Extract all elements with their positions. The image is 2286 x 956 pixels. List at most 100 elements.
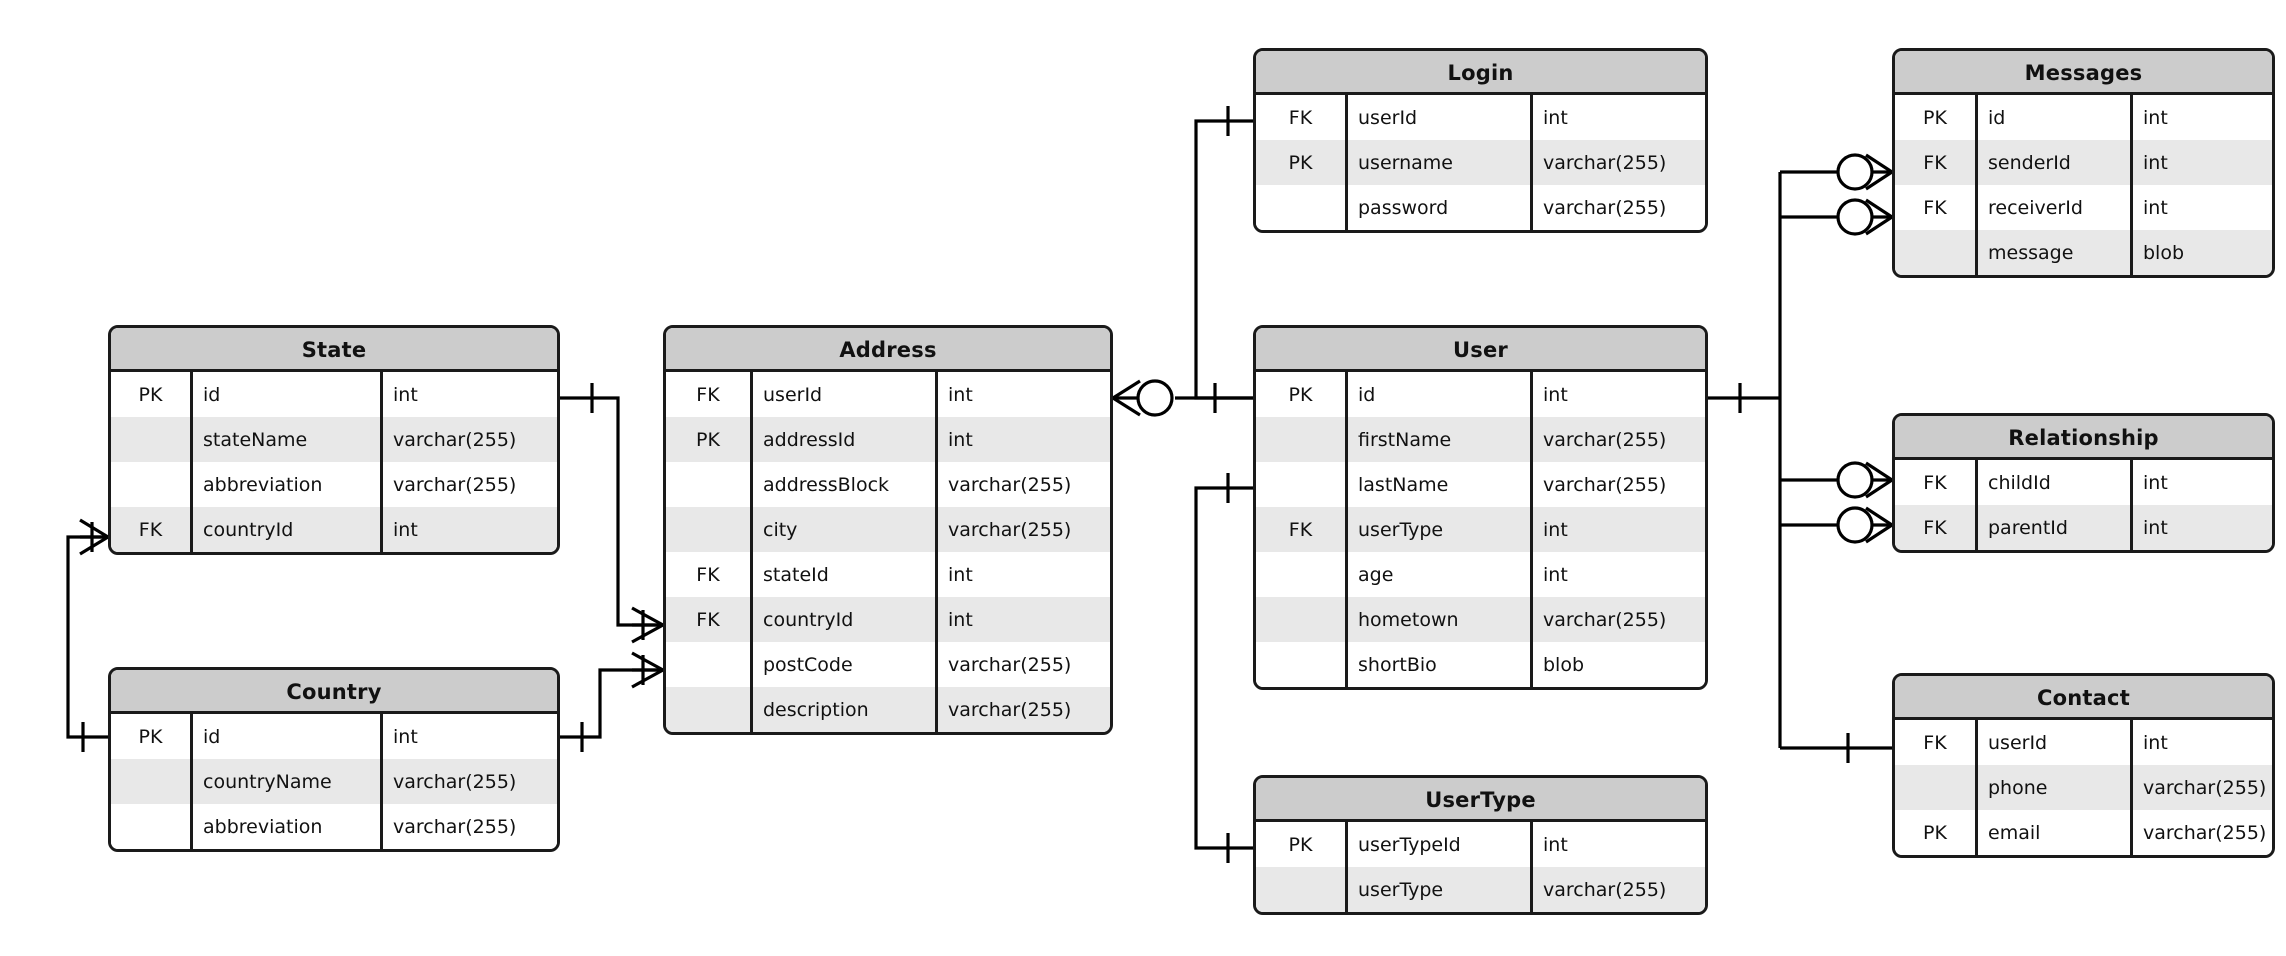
row-column-name: userType bbox=[1348, 867, 1533, 912]
entity-title-state: State bbox=[111, 328, 557, 372]
wire-country-to-address bbox=[560, 668, 663, 739]
row-key-constraint bbox=[1256, 642, 1348, 687]
row-key-constraint bbox=[111, 417, 193, 462]
row-key-constraint: PK bbox=[111, 714, 193, 759]
row-column-type: int bbox=[1543, 518, 1568, 541]
row-column-type: varchar(255) bbox=[948, 698, 1072, 721]
wire-user-to-login bbox=[1194, 119, 1253, 400]
crowfoot-relationship-child-b bbox=[1865, 478, 1893, 499]
row-column-type: int bbox=[948, 428, 973, 451]
row-key-constraint: PK bbox=[1256, 372, 1348, 417]
table-row[interactable]: firstName varchar(255) bbox=[1256, 417, 1705, 462]
row-key-constraint: FK bbox=[666, 597, 753, 642]
entity-title-login: Login bbox=[1256, 51, 1705, 95]
entity-title-user: User bbox=[1256, 328, 1705, 372]
row-column-type: varchar(255) bbox=[1543, 428, 1667, 451]
row-key-constraint: FK bbox=[111, 507, 193, 552]
crowfoot-state-b bbox=[79, 535, 109, 556]
entity-title-address: Address bbox=[666, 328, 1110, 372]
row-column-name: userId bbox=[1348, 95, 1533, 140]
row-column-type: int bbox=[948, 563, 973, 586]
row-column-type: int bbox=[393, 518, 418, 541]
wire-country-to-state bbox=[66, 535, 108, 739]
row-column-name: childId bbox=[1978, 460, 2133, 505]
row-column-name: senderId bbox=[1978, 140, 2133, 185]
row-key-constraint bbox=[1895, 230, 1978, 275]
row-column-name: abbreviation bbox=[193, 462, 383, 507]
row-column-type: blob bbox=[2143, 241, 2185, 264]
row-column-type: int bbox=[393, 383, 418, 406]
entity-title-contact: Contact bbox=[1895, 676, 2272, 720]
row-key-constraint bbox=[111, 804, 193, 849]
row-column-name: stateId bbox=[753, 552, 938, 597]
row-column-name: firstName bbox=[1348, 417, 1533, 462]
row-key-constraint: PK bbox=[1256, 140, 1348, 185]
crowfoot-address-user-a bbox=[1112, 379, 1141, 400]
row-key-constraint: FK bbox=[1895, 460, 1978, 505]
row-column-name: userType bbox=[1348, 507, 1533, 552]
row-column-type: int bbox=[1543, 383, 1568, 406]
circle-zero-relationship-child bbox=[1836, 461, 1874, 499]
row-key-constraint bbox=[111, 462, 193, 507]
row-column-type: varchar(255) bbox=[1543, 473, 1667, 496]
row-key-constraint bbox=[1256, 867, 1348, 912]
entity-title-usertype: UserType bbox=[1256, 778, 1705, 822]
row-column-type: int bbox=[1543, 833, 1568, 856]
row-key-constraint: PK bbox=[1256, 822, 1348, 867]
row-key-constraint: FK bbox=[1895, 185, 1978, 230]
row-key-constraint bbox=[1895, 765, 1978, 810]
row-column-name: stateName bbox=[193, 417, 383, 462]
row-column-type: varchar(255) bbox=[1543, 608, 1667, 631]
crowfoot-relationship-child-a bbox=[1865, 461, 1893, 482]
row-key-constraint: FK bbox=[1256, 507, 1348, 552]
row-key-constraint bbox=[666, 687, 753, 732]
